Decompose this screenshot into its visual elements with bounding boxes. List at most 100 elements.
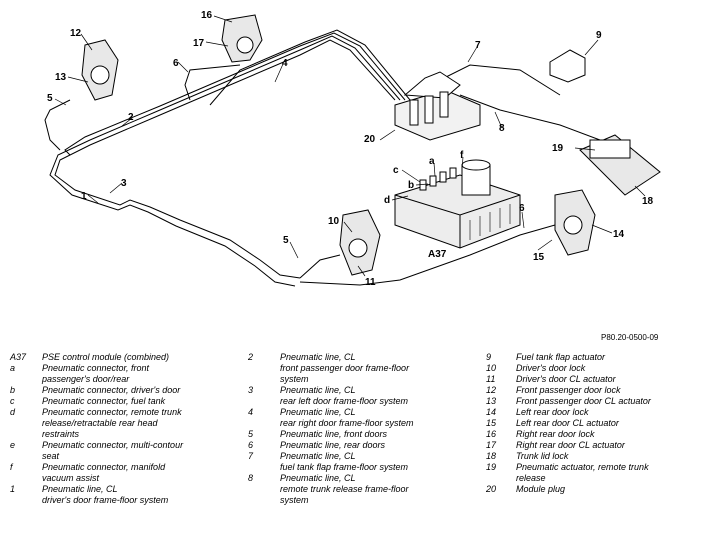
legend-line: Pneumatic connector, multi-contour xyxy=(42,440,184,450)
line-5-upper xyxy=(44,99,71,151)
legend-line: Pneumatic connector, front xyxy=(42,363,150,373)
legend-description: Pneumatic line, front doors xyxy=(280,429,387,440)
legend-description: Left rear door lock xyxy=(516,407,589,418)
legend-line: rear right door frame-floor system xyxy=(280,418,414,428)
legend-description: Right rear door lock xyxy=(516,429,595,440)
legend-line: Right rear door CL actuator xyxy=(516,440,625,450)
legend-line: fuel tank flap frame-floor system xyxy=(280,462,409,472)
legend-line: Front passenger door CL actuator xyxy=(516,396,651,406)
line-5 xyxy=(299,254,341,279)
legend-line: Driver's door CL actuator xyxy=(516,374,616,384)
callout-labels: 16 12 17 13 6 4 5 2 3 1 9 7 20 8 c a f b… xyxy=(47,10,654,288)
right-rear-door-cl-actuator xyxy=(236,36,254,54)
callout-label: 12 xyxy=(70,28,82,39)
leader-lines xyxy=(54,15,646,277)
legend-item: 11 Driver's door CL actuator xyxy=(486,374,696,385)
legend-key: 7 xyxy=(248,451,254,461)
callout-label: 9 xyxy=(596,30,602,41)
legend-line: Pneumatic line, rear doors xyxy=(280,440,386,450)
legend-line: Pneumatic line, CL xyxy=(280,451,356,461)
line-2 xyxy=(64,32,406,156)
legend-line: Right rear door lock xyxy=(516,429,595,439)
legend-key: 19 xyxy=(486,462,497,472)
module-plug xyxy=(394,71,481,141)
callout-label: 18 xyxy=(642,196,654,207)
legend-key: 8 xyxy=(248,473,254,483)
callout-label: f xyxy=(460,150,464,161)
legend-description: Pneumatic line, rear doors xyxy=(280,440,385,451)
reference-code: P80.20-0500-09 xyxy=(601,333,659,342)
legend-key: c xyxy=(10,396,15,406)
callout-label: 4 xyxy=(282,58,288,69)
legend-line: front passenger door frame-floor xyxy=(280,363,410,373)
legend-line: PSE control module (combined) xyxy=(42,352,170,362)
legend-line: passenger's door/rear xyxy=(42,374,130,384)
line-1 xyxy=(54,39,396,279)
legend-item: 10 Driver's door lock xyxy=(486,363,696,374)
line-6-upper xyxy=(184,64,241,101)
legend-key: 17 xyxy=(486,440,497,450)
legend-line: Pneumatic line, CL xyxy=(280,473,356,483)
pse-control-module xyxy=(394,159,521,249)
legend-key: 12 xyxy=(486,385,497,395)
legend-item: 15 Left rear door CL actuator xyxy=(486,418,696,429)
legend-key: d xyxy=(10,407,16,417)
legend-key: 11 xyxy=(486,374,496,384)
legend-description: Driver's door CL actuator xyxy=(516,374,616,385)
fuel-tank-flap-actuator xyxy=(549,49,586,83)
legend-line: system xyxy=(280,374,309,384)
legend-key: 6 xyxy=(248,440,254,450)
legend-line: Pneumatic line, CL xyxy=(280,407,356,417)
line-3 xyxy=(49,35,401,287)
legend-key: 3 xyxy=(248,385,254,395)
legend-description: PSE control module (combined) xyxy=(42,352,169,363)
legend-item: A37 PSE control module (combined) xyxy=(10,352,235,363)
legend-description: Left rear door CL actuator xyxy=(516,418,619,429)
legend-description: Driver's door lock xyxy=(516,363,585,374)
legend-key: 15 xyxy=(486,418,497,428)
callout-label: 15 xyxy=(533,252,545,263)
callout-label: 7 xyxy=(475,40,481,51)
legend-line: restraints xyxy=(42,429,80,439)
legend-line: Pneumatic actuator, remote trunk xyxy=(516,462,649,472)
legend-key: A37 xyxy=(10,352,27,362)
legend-line: release/retractable rear head xyxy=(42,418,158,428)
legend-description: Front passenger door CL actuator xyxy=(516,396,651,407)
legend-key: 10 xyxy=(486,363,497,373)
legend-description: Pneumatic connector, driver's door xyxy=(42,385,180,396)
legend-line: remote trunk release frame-floor xyxy=(280,484,409,494)
legend-key: f xyxy=(10,462,13,472)
drivers-door-cl-actuator xyxy=(348,238,368,258)
legend-description: Front passenger door lock xyxy=(516,385,621,396)
legend-line: Pneumatic connector, fuel tank xyxy=(42,396,166,406)
legend-item: c Pneumatic connector, fuel tank xyxy=(10,396,235,407)
legend-description: Trunk lid lock xyxy=(516,451,568,462)
legend-key: 4 xyxy=(248,407,254,417)
callout-label: 8 xyxy=(499,123,505,134)
legend-item: 17 Right rear door CL actuator xyxy=(486,440,696,451)
legend-description: Module plug xyxy=(516,484,565,495)
pneumatic-lines xyxy=(44,29,601,287)
legend-line: system xyxy=(280,495,309,505)
legend-item: 6 Pneumatic line, rear doors xyxy=(248,440,478,451)
legend-line: Left rear door lock xyxy=(516,407,589,417)
